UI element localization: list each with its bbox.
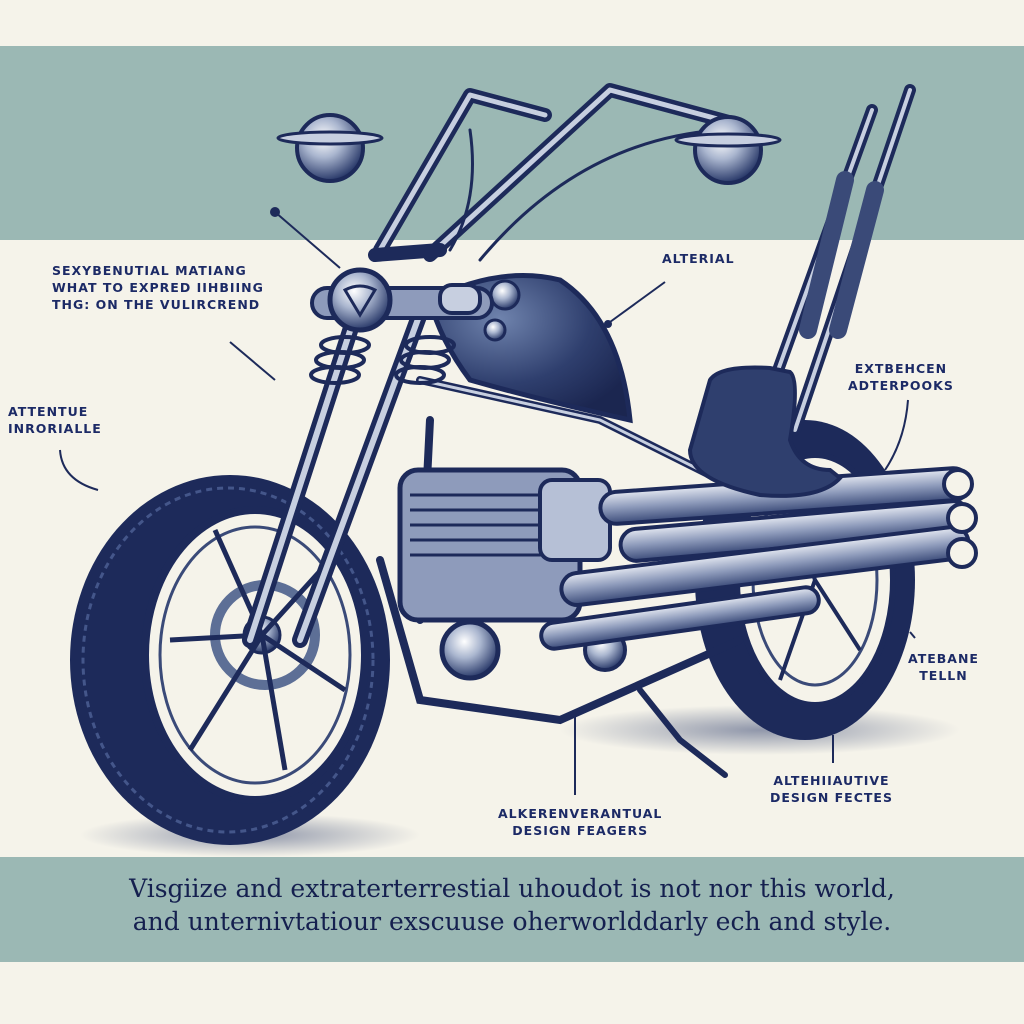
- annotation-right-low: ATEBANE TELLN: [908, 650, 979, 684]
- annotation-line: ALTEHIIAUTIVE: [773, 773, 890, 788]
- mirror-right: [674, 115, 782, 185]
- leader-left-mid: [59, 449, 99, 491]
- annotation-bottom-right: ALTEHIIAUTIVE DESIGN FECTES: [770, 772, 893, 806]
- annotation-line: ALKERENVERANTUAL: [498, 806, 663, 821]
- annotation-line: ADTERPOOKS: [848, 378, 954, 393]
- annotation-line: SEXYBENUTIAL MATIANG: [52, 263, 247, 278]
- caption-line: and unternivtatiour exscuuse oherworldda…: [132, 907, 892, 936]
- annotation-line: ATTENTUE: [8, 404, 89, 419]
- seat: [687, 365, 843, 498]
- annotation-right-top: EXTBEHCEN ADTERPOOKS: [848, 360, 954, 394]
- leader-top-left: [229, 341, 276, 381]
- annotation-line: INRORIALLE: [8, 421, 102, 436]
- bottom-color-band: [0, 857, 1024, 962]
- leader-right-top: [884, 399, 909, 471]
- fuel-cap: [489, 279, 521, 311]
- kickstand: [637, 687, 728, 778]
- annotation-line: ATEBANE: [908, 651, 979, 666]
- leader-headlight: [274, 211, 341, 269]
- mirror-left: [276, 113, 384, 183]
- annotation-line: DESIGN FECTES: [770, 790, 893, 805]
- caption: Visgiize and extraterterrestial uhoudot …: [0, 872, 1024, 938]
- annotation-line: DESIGN FEAGERS: [512, 823, 649, 838]
- leader-dot: [604, 320, 612, 328]
- annotation-top-left: SEXYBENUTIAL MATIANG WHAT TO EXPRED IIHB…: [52, 262, 264, 313]
- exhaust-pipes: [539, 466, 978, 651]
- caption-line: Visgiize and extraterterrestial uhoudot …: [129, 874, 895, 903]
- front-wheel: [70, 475, 390, 845]
- headlight: [310, 267, 507, 342]
- front-forks: [242, 292, 456, 648]
- sissy-bar: [754, 84, 916, 436]
- annotation-line: EXTBEHCEN: [854, 361, 948, 376]
- ape-hanger-handlebars: [368, 83, 747, 262]
- leader-right-low: [909, 631, 916, 639]
- annotation-leaders: [59, 207, 916, 795]
- top-color-band: [0, 46, 1024, 240]
- leader-dot: [270, 207, 280, 217]
- annotation-line: WHAT TO EXPRED IIHBIING: [52, 280, 264, 295]
- annotation-left-mid: ATTENTUE INRORIALLE: [8, 403, 102, 437]
- annotation-alterial: ALTERIAL: [662, 250, 735, 267]
- annotation-line: ALTERIAL: [662, 251, 735, 266]
- leader-alterial: [609, 281, 666, 323]
- annotation-line: THG: ON THE VULIRCREND: [52, 297, 261, 312]
- annotation-bottom-center: ALKERENVERANTUAL DESIGN FEAGERS: [498, 805, 662, 839]
- annotation-line: TELLN: [919, 668, 968, 683]
